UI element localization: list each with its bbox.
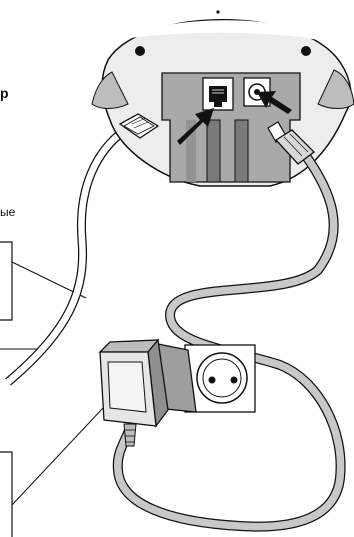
screw-hole-right-icon <box>301 46 311 56</box>
screw-hole-center-icon <box>216 10 220 14</box>
cable-channel-left <box>206 119 221 183</box>
phone-plug-icon <box>118 113 160 139</box>
cropped-label-middle: ые <box>0 205 16 219</box>
power-plug-icon <box>267 121 315 165</box>
callout-box-lower <box>0 451 13 537</box>
screw-hole-left-icon <box>135 46 145 56</box>
adapter-label-area <box>107 361 147 413</box>
leader-line-power-adapter <box>11 391 119 506</box>
wall-outlet-icon <box>184 344 256 413</box>
cable-channel-right <box>234 119 249 183</box>
callout-frames <box>0 241 119 537</box>
power-adapter <box>98 338 197 428</box>
power-cable <box>112 153 346 532</box>
phone-jack-socket-icon <box>202 77 234 111</box>
arrow-to-power-socket-icon <box>257 91 292 114</box>
base-station <box>91 10 354 187</box>
callout-box-upper <box>0 241 13 321</box>
arrow-to-phone-jack-icon <box>177 108 214 145</box>
cropped-label-top: р <box>0 85 9 101</box>
phone-line-cable <box>5 124 131 386</box>
